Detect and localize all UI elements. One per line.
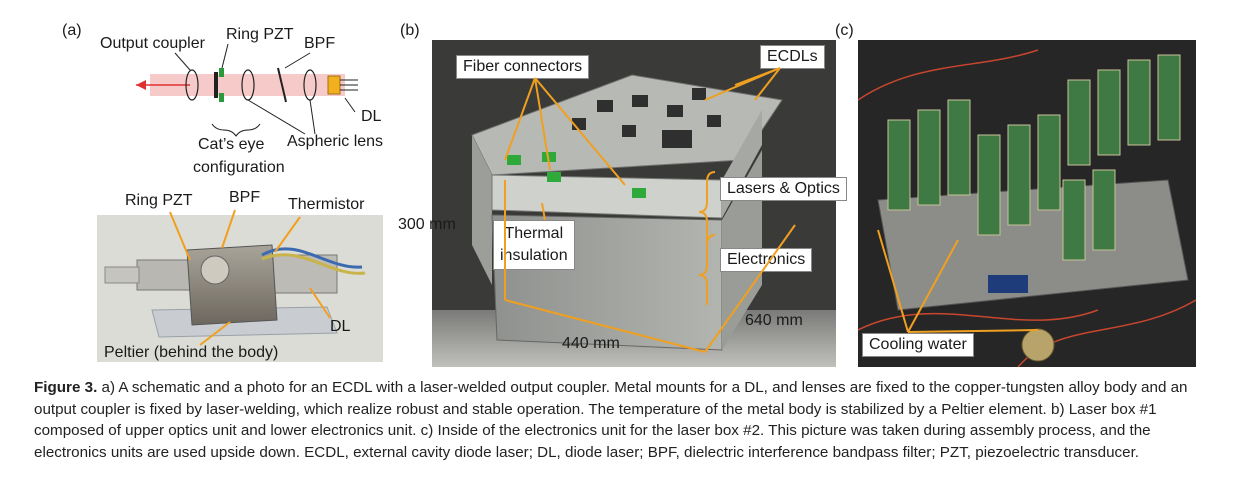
bpf-filter	[277, 67, 287, 103]
label-dl-schematic: DL	[361, 108, 382, 125]
electronics-unit-photo	[858, 40, 1196, 367]
thermistor-wire-yellow	[261, 253, 366, 275]
laser-beam	[150, 74, 345, 96]
label-electronics: Electronics	[720, 248, 813, 272]
bpf-knob	[200, 255, 230, 285]
label-thermal-insulation: Thermal insulation	[493, 220, 575, 270]
label-ring-pzt-schematic: Ring PZT	[226, 26, 294, 43]
label-thermal: Thermal	[504, 225, 564, 242]
output-coupler-mirror	[214, 72, 218, 98]
dimension-440mm: 440 mm	[562, 335, 620, 352]
photo-a-arrows	[169, 209, 331, 346]
label-ring-pzt-photo: Ring PZT	[125, 192, 193, 209]
electronics-unit-drawing	[858, 40, 1196, 367]
cats-eye-brace	[211, 123, 261, 137]
dimension-640mm: 640 mm	[745, 312, 803, 329]
output-beam-arrowhead	[136, 80, 146, 90]
label-output-coupler: Output coupler	[100, 35, 205, 52]
label-insulation: insulation	[500, 247, 568, 264]
laser-box-photo	[432, 40, 836, 367]
label-bpf-schematic: BPF	[304, 35, 336, 52]
photo-c-arrows	[877, 229, 1039, 333]
label-cooling-water: Cooling water	[862, 333, 974, 357]
figure-caption: Figure 3. a) A schematic and a photo for…	[34, 377, 1214, 463]
caption-text: a) A schematic and a photo for an ECDL w…	[34, 379, 1188, 461]
thermistor-wire-blue	[261, 247, 363, 269]
ring-pzt-top	[219, 68, 224, 77]
label-configuration: configuration	[193, 159, 285, 176]
panel-c-tag: (c)	[835, 22, 854, 39]
laser-box-drawing	[432, 40, 836, 367]
panel-a-tag: (a)	[62, 22, 82, 39]
label-peltier: Peltier (behind the body)	[104, 344, 279, 361]
ecdl-photo	[97, 215, 383, 362]
photo-b-arrows	[504, 67, 796, 353]
schematic-leader-lines	[174, 43, 356, 137]
label-aspheric-lens: Aspheric lens	[287, 133, 384, 150]
label-dl-photo: DL	[330, 318, 351, 335]
aspheric-lens-1	[185, 69, 199, 101]
label-fiber-connectors: Fiber connectors	[456, 55, 590, 79]
label-ecdls: ECDLs	[760, 45, 825, 69]
label-cats-eye: Cat’s eye	[198, 136, 265, 153]
figure-label: Figure 3.	[34, 379, 98, 396]
label-lasers-optics: Lasers & Optics	[720, 177, 847, 201]
label-thermistor: Thermistor	[288, 196, 365, 213]
panel-b-tag: (b)	[400, 22, 420, 39]
ring-pzt-bottom	[219, 93, 224, 102]
label-bpf-photo: BPF	[229, 189, 261, 206]
ecdl-photo-drawing	[97, 215, 383, 362]
dimension-300mm: 300 mm	[398, 216, 456, 233]
